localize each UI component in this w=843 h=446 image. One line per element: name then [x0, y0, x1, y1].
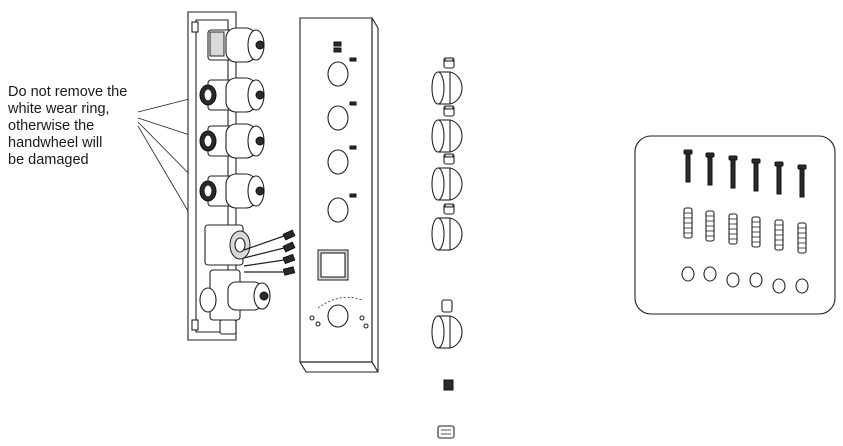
screw — [683, 149, 693, 183]
handwheel — [431, 57, 463, 105]
panel-fixing-screws — [243, 229, 296, 276]
panel-screw — [349, 145, 357, 150]
screw — [774, 161, 784, 195]
valve-cartridge — [199, 123, 265, 159]
accessory-kit-parts — [681, 149, 809, 294]
handwheel — [431, 153, 463, 201]
panel-knob-holes — [327, 41, 357, 328]
handwheel — [431, 299, 463, 349]
wall-plug — [797, 222, 807, 254]
o-ring — [749, 272, 763, 288]
valve-cartridge — [199, 77, 265, 113]
panel-screw — [333, 47, 342, 53]
callout-line-5: be damaged — [8, 152, 89, 168]
mixing-valve-block — [199, 224, 271, 335]
o-ring — [703, 266, 717, 282]
wall-plug — [774, 219, 784, 251]
panel-screw — [333, 41, 342, 47]
wall-plug — [683, 207, 693, 239]
handwheel — [431, 105, 463, 153]
wall-plug — [728, 213, 738, 245]
screw — [728, 155, 738, 189]
front-panel — [299, 17, 379, 373]
thermostat-scale — [309, 296, 369, 329]
allen-key — [437, 425, 455, 439]
panel-knob-hole — [327, 197, 349, 223]
wall-plug — [751, 216, 761, 248]
o-ring — [726, 272, 740, 288]
warning-callout: Do not remove the white wear ring, other… — [8, 84, 148, 169]
panel-knob-hole — [327, 61, 349, 87]
o-ring — [772, 278, 786, 294]
screw — [705, 152, 715, 186]
panel-screw — [349, 193, 357, 198]
valve-cartridges — [199, 27, 265, 209]
o-ring — [795, 278, 809, 294]
panel-knob-hole — [327, 304, 349, 328]
handwheel — [431, 203, 463, 251]
callout-line-3: otherwise the — [8, 118, 95, 134]
screw — [751, 158, 761, 192]
panel-screw — [349, 57, 357, 62]
spindle-insert — [443, 379, 454, 391]
panel-knob-hole — [327, 149, 349, 175]
callout-line-1: Do not remove the — [8, 84, 128, 100]
wall-plug — [705, 210, 715, 242]
panel-knob-hole — [327, 105, 349, 131]
callout-line-2: white wear ring, — [8, 101, 110, 117]
valve-cartridge — [207, 27, 265, 63]
handwheels — [431, 57, 463, 349]
callout-line-4: handwheel will — [8, 135, 103, 151]
valve-cartridge — [199, 173, 265, 209]
o-ring — [681, 266, 695, 282]
screw — [797, 164, 807, 198]
panel-screw — [349, 101, 357, 106]
